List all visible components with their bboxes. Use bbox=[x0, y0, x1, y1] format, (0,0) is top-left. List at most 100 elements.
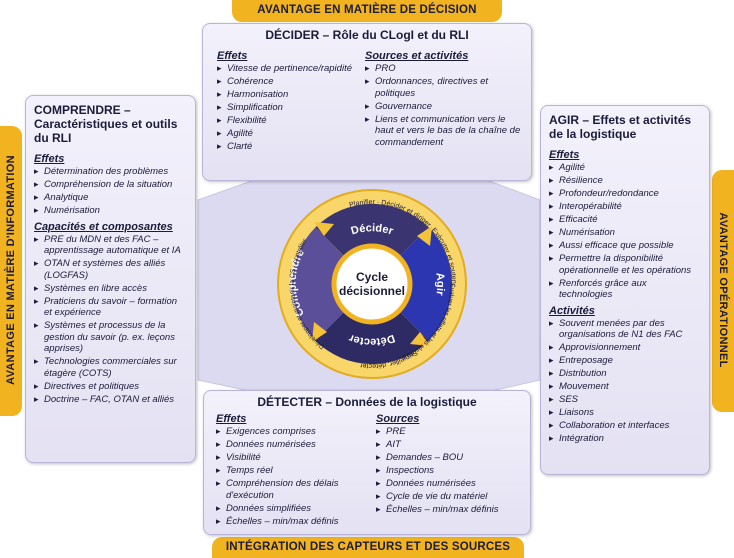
list-item: Échelles – min/max définis bbox=[216, 516, 366, 528]
detecter-sources-col: Sources PREAITDemandes – BOUInspectionsD… bbox=[376, 409, 526, 517]
agir-activites-list: Souvent menées par des organisations de … bbox=[549, 318, 701, 445]
list-item: Ordonnances, directives et politiques bbox=[365, 76, 525, 99]
svg-text:Décider: Décider bbox=[350, 222, 396, 238]
list-item: Souvent menées par des organisations de … bbox=[549, 318, 701, 341]
list-item: Échelles – min/max définis bbox=[376, 504, 526, 516]
list-item: PRE bbox=[376, 426, 526, 438]
list-item: Interopérabilité bbox=[549, 201, 701, 213]
list-item: Numérisation bbox=[34, 205, 187, 217]
detecter-effets-col: Effets Exigences comprisesDonnées numéri… bbox=[216, 409, 366, 529]
list-item: Permettre la disponibilité opérationnell… bbox=[549, 253, 701, 276]
list-item: Doctrine – FAC, OTAN et alliés bbox=[34, 394, 187, 406]
list-item: Simplification bbox=[217, 102, 357, 114]
decider-title: DÉCIDER – Rôle du CLogI et du RLI bbox=[265, 28, 469, 42]
list-item: Systèmes et processus de la gestion du s… bbox=[34, 320, 187, 355]
list-item: Cycle de vie du matériel bbox=[376, 491, 526, 503]
agir-title: AGIR – Effets et activités de la logisti… bbox=[549, 113, 692, 141]
list-item: Visibilité bbox=[216, 452, 366, 464]
list-item: Compréhension des délais d'exécution bbox=[216, 478, 366, 501]
decider-effets-list: Vitesse de pertinence/rapiditéCohérenceH… bbox=[217, 63, 357, 153]
agir-activites-title: Activités bbox=[549, 304, 595, 317]
decider-sources-title: Sources et activités bbox=[365, 50, 469, 62]
cycle-center bbox=[331, 243, 413, 325]
top-edge-band bbox=[232, 0, 502, 22]
list-item: Intégration bbox=[549, 433, 701, 445]
segment-decider-label: Décider bbox=[350, 222, 396, 238]
detecter-effets-title: Effets bbox=[216, 413, 247, 425]
list-item: Analytique bbox=[34, 192, 187, 204]
decider-effets-col: Effets Vitesse de pertinence/rapiditéCoh… bbox=[217, 46, 357, 154]
list-item: Exigences comprises bbox=[216, 426, 366, 438]
list-item: Numérisation bbox=[549, 227, 701, 239]
right-edge-band bbox=[712, 170, 734, 412]
comprendre-panel: COMPRENDRE – Caractéristiques et outils … bbox=[25, 95, 196, 463]
segment-agir bbox=[399, 227, 453, 341]
decider-effets-title: Effets bbox=[217, 50, 248, 62]
list-item: Systèmes en libre accès bbox=[34, 283, 187, 295]
comprendre-effets-list: Détermination des problèmesCompréhension… bbox=[34, 166, 187, 217]
arrow-agir-detecter bbox=[410, 332, 430, 346]
list-item: Renforcés grâce aux technologies bbox=[549, 278, 701, 301]
detecter-effets-list: Exigences comprisesDonnées numériséesVis… bbox=[216, 426, 366, 527]
detecter-sources-title: Sources bbox=[376, 413, 420, 425]
list-item: Vitesse de pertinence/rapidité bbox=[217, 63, 357, 75]
list-item: Demandes – BOU bbox=[376, 452, 526, 464]
comprendre-title: COMPRENDRE – Caractéristiques et outils … bbox=[34, 103, 178, 145]
agir-effets-title: Effets bbox=[549, 149, 580, 161]
segment-comprendre bbox=[291, 227, 345, 341]
list-item: Flexibilité bbox=[217, 115, 357, 127]
list-item: Mouvement bbox=[549, 381, 701, 393]
list-item: Collaboration et interfaces bbox=[549, 420, 701, 432]
list-item: Gouvernance bbox=[365, 101, 525, 113]
cycle-center-line1: Cycle bbox=[356, 270, 388, 284]
list-item: Agilité bbox=[549, 162, 701, 174]
decider-sources-list: PROOrdonnances, directives et politiques… bbox=[365, 63, 525, 148]
bottom-edge-label: INTÉGRATION DES CAPTEURS ET DES SOURCES bbox=[225, 541, 511, 553]
list-item: Données simplifiées bbox=[216, 503, 366, 515]
list-item: Distribution bbox=[549, 368, 701, 380]
list-item: Aussi efficace que possible bbox=[549, 240, 701, 252]
decider-panel: DÉCIDER – Rôle du CLogI et du RLI Effets… bbox=[202, 23, 532, 181]
left-edge-band bbox=[0, 126, 22, 416]
svg-text:Agir: Agir bbox=[433, 272, 446, 297]
cycle-center-line2: décisionnel bbox=[339, 284, 405, 298]
decider-sources-col: Sources et activités PROOrdonnances, dir… bbox=[365, 46, 525, 150]
list-item: Données numérisées bbox=[376, 478, 526, 490]
list-item: PRE du MDN et des FAC – apprentissage au… bbox=[34, 234, 187, 257]
list-item: Détermination des problèmes bbox=[34, 166, 187, 178]
comprendre-capacites-list: PRE du MDN et des FAC – apprentissage au… bbox=[34, 234, 187, 406]
list-item: Profondeur/redondance bbox=[549, 188, 701, 200]
list-item: Technologies commerciales sur étagère (C… bbox=[34, 356, 187, 379]
segment-decider bbox=[315, 203, 429, 257]
agir-effets-list: AgilitéRésilienceProfondeur/redondanceIn… bbox=[549, 162, 701, 301]
segment-agir-label: Agir bbox=[433, 272, 446, 297]
bottom-edge-band bbox=[212, 537, 524, 558]
list-item: Compréhension de la situation bbox=[34, 179, 187, 191]
segment-detecter bbox=[315, 311, 429, 365]
list-item: Liens et communication vers le haut et v… bbox=[365, 114, 525, 149]
decision-cycle: Cycle décisionnel Décider Agir Détecter … bbox=[272, 184, 467, 379]
list-item: SES bbox=[549, 394, 701, 406]
list-item: Praticiens du savoir – formation et expé… bbox=[34, 296, 187, 319]
comprendre-capacites-title: Capacités et composantes bbox=[34, 220, 173, 233]
arrow-comprendre-decider bbox=[314, 222, 334, 236]
detecter-title: DÉTECTER – Données de la logistique bbox=[257, 395, 477, 409]
list-item: Agilité bbox=[217, 128, 357, 140]
list-item: Liaisons bbox=[549, 407, 701, 419]
list-item: Efficacité bbox=[549, 214, 701, 226]
list-item: Temps réel bbox=[216, 465, 366, 477]
list-item: PRO bbox=[365, 63, 525, 75]
list-item: Données numérisées bbox=[216, 439, 366, 451]
detecter-sources-list: PREAITDemandes – BOUInspectionsDonnées n… bbox=[376, 426, 526, 516]
agir-panel: AGIR – Effets et activités de la logisti… bbox=[540, 105, 710, 475]
list-item: Cohérence bbox=[217, 76, 357, 88]
list-item: Approvisionnement bbox=[549, 342, 701, 354]
list-item: Résilience bbox=[549, 175, 701, 187]
detecter-panel: DÉTECTER – Données de la logistique Effe… bbox=[203, 390, 531, 535]
list-item: Entreposage bbox=[549, 355, 701, 367]
list-item: Harmonisation bbox=[217, 89, 357, 101]
list-item: OTAN et systèmes des alliés (LOGFAS) bbox=[34, 258, 187, 281]
arrow-decider-agir bbox=[417, 226, 432, 246]
list-item: Clarté bbox=[217, 141, 357, 153]
comprendre-effets-title: Effets bbox=[34, 153, 65, 165]
